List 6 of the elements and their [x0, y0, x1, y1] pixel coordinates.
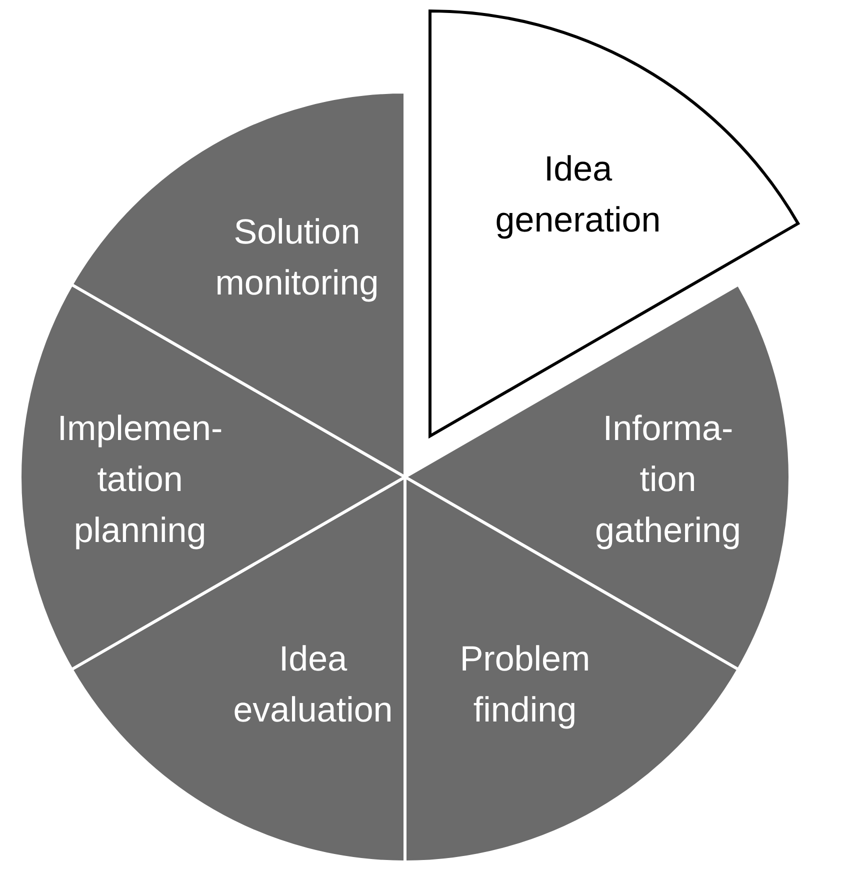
sector-label: Implemen-tation planning — [40, 404, 240, 556]
sector-label: Problem finding — [425, 634, 625, 736]
sector-label: Idea generation — [458, 144, 698, 246]
sector-label: Idea evaluation — [208, 634, 418, 736]
sector-label: Solution monitoring — [182, 207, 412, 309]
sector-label: Informa-tion gathering — [576, 404, 760, 556]
